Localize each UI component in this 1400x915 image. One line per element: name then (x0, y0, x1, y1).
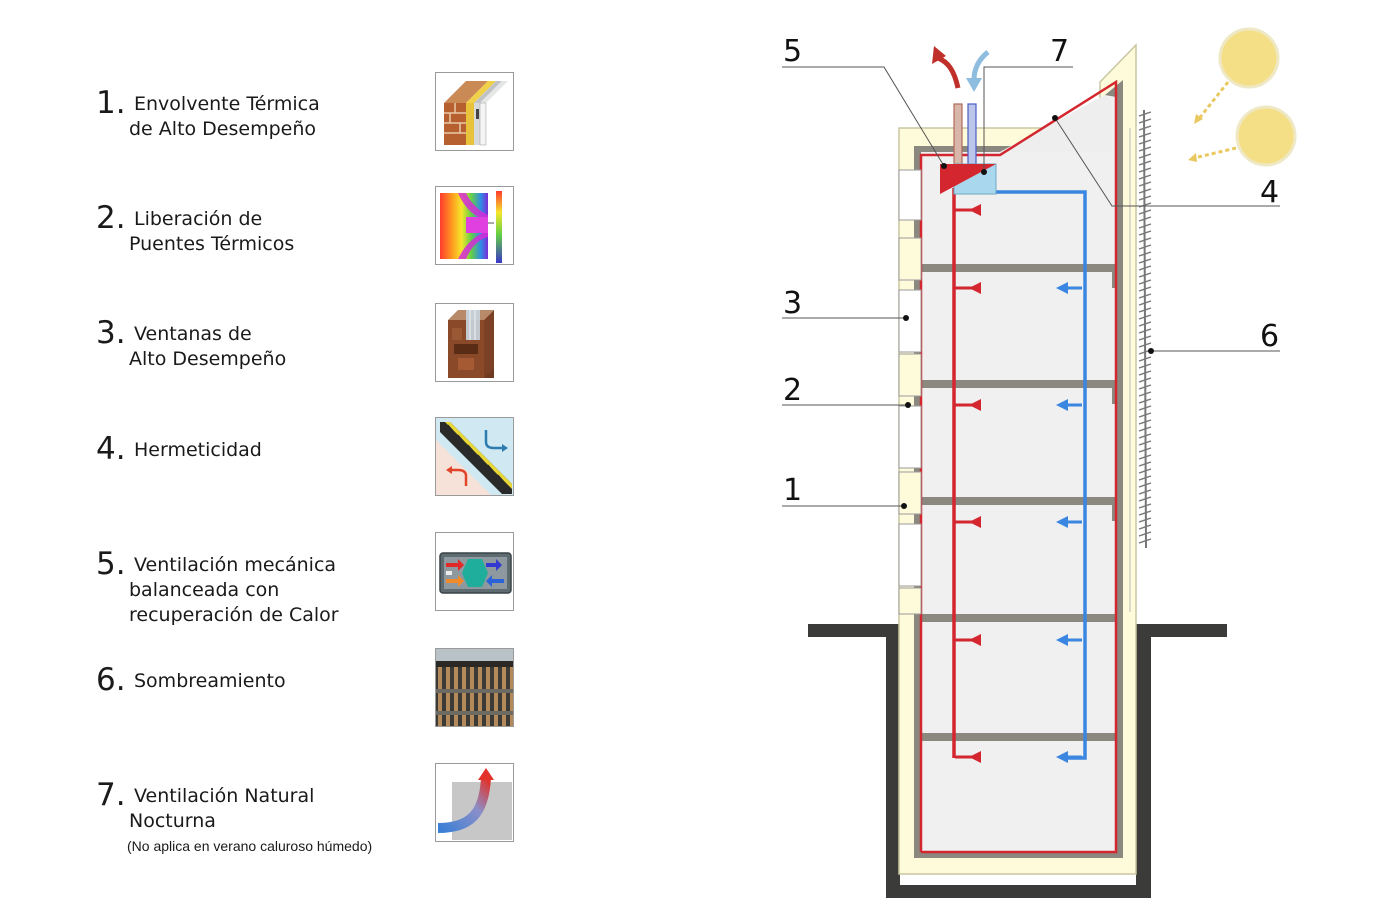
legend-label: de Alto Desempeño (129, 118, 317, 140)
legend-number: 1. (96, 85, 126, 121)
supply-diffuser-icon (955, 634, 981, 646)
legend-item-3: 3. Ventanas de Alto Desempeño (0, 316, 560, 416)
extract-diffuser-icon (1056, 634, 1082, 646)
legend-label: Ventilación mecánica (134, 554, 337, 576)
sun-icon (1235, 105, 1297, 167)
sun-ray (1196, 81, 1230, 121)
legend-item-6: 6. Sombreamiento (0, 663, 560, 763)
legend-item-5: 5. Ventilación mecánica balanceada con r… (0, 547, 560, 647)
extract-diffuser-icon (1056, 516, 1082, 528)
facade-windows (898, 169, 922, 615)
heat-recovery-unit-icon (435, 532, 514, 611)
legend-label: recuperación de Calor (129, 604, 339, 626)
insulated-wall-icon (435, 72, 514, 151)
extract-diffuser-icon (1056, 399, 1082, 411)
callout-number: 1 (783, 473, 802, 508)
air-diffusers (955, 204, 1082, 763)
legend-item-2: 2. Liberación de Puentes Térmicos (0, 201, 560, 301)
extract-diffuser-icon (1056, 282, 1082, 294)
exhaust-arrow-icon (936, 55, 961, 89)
airtight-membrane-icon (435, 417, 514, 496)
intake-duct (967, 103, 977, 165)
legend-note: (No aplica en verano caluroso húmedo) (127, 838, 373, 854)
callout-dots (901, 115, 1154, 509)
legend-label: Ventanas de (134, 323, 252, 345)
legend-label: Hermeticidad (134, 439, 262, 461)
legend-item-4: 4. Hermeticidad (0, 432, 560, 532)
legend-label: Sombreamiento (134, 670, 286, 692)
legend-label: Ventilación Natural (134, 785, 315, 807)
supply-diffuser-icon (955, 516, 981, 528)
ground-line (808, 624, 1227, 898)
legend-number: 6. (96, 662, 126, 698)
legend-number: 3. (96, 315, 126, 351)
thermal-bridge-icon (435, 186, 514, 265)
wood-louvers-icon (435, 648, 514, 727)
supply-diffuser-icon (955, 282, 981, 294)
legend-label: Alto Desempeño (129, 348, 287, 370)
legend-number: 4. (96, 431, 126, 467)
supply-diffuser-icon (955, 204, 981, 216)
intake-arrow-icon (971, 50, 990, 81)
callout-number: 2 (783, 373, 802, 408)
sun-ray (1193, 146, 1237, 160)
window-frame-icon (435, 303, 514, 382)
supply-diffuser-icon (955, 399, 981, 411)
legend-label: Liberación de (134, 208, 263, 230)
callout-leaders (782, 66, 1280, 507)
building-section-diagram: 5 7 4 3 6 2 1 (782, 27, 1297, 898)
legend-label: Envolvente Térmica (134, 93, 320, 115)
callout-number: 3 (783, 286, 802, 321)
callout-number: 6 (1260, 319, 1279, 354)
callout-number: 7 (1050, 34, 1069, 69)
supply-diffuser-icon (955, 751, 981, 763)
exhaust-duct (953, 103, 963, 165)
legend-label: Puentes Térmicos (129, 233, 295, 255)
legend-label: balanceada con (129, 579, 280, 601)
legend-number: 7. (96, 777, 126, 813)
legend-item-7: 7. Ventilación Natural Nocturna (No apli… (0, 778, 560, 878)
legend-number: 5. (96, 546, 126, 582)
callout-number: 5 (783, 34, 802, 69)
legend-item-1: 1. Envolvente Térmica de Alto Desempeño (0, 86, 560, 186)
natural-airflow-icon (435, 763, 514, 842)
callout-number: 4 (1260, 175, 1279, 210)
legend-number: 2. (96, 200, 126, 236)
legend-label: Nocturna (129, 810, 216, 832)
shading-louvers (1129, 109, 1152, 612)
sun-icon (1218, 27, 1280, 89)
extract-diffuser-icon (1056, 751, 1082, 763)
